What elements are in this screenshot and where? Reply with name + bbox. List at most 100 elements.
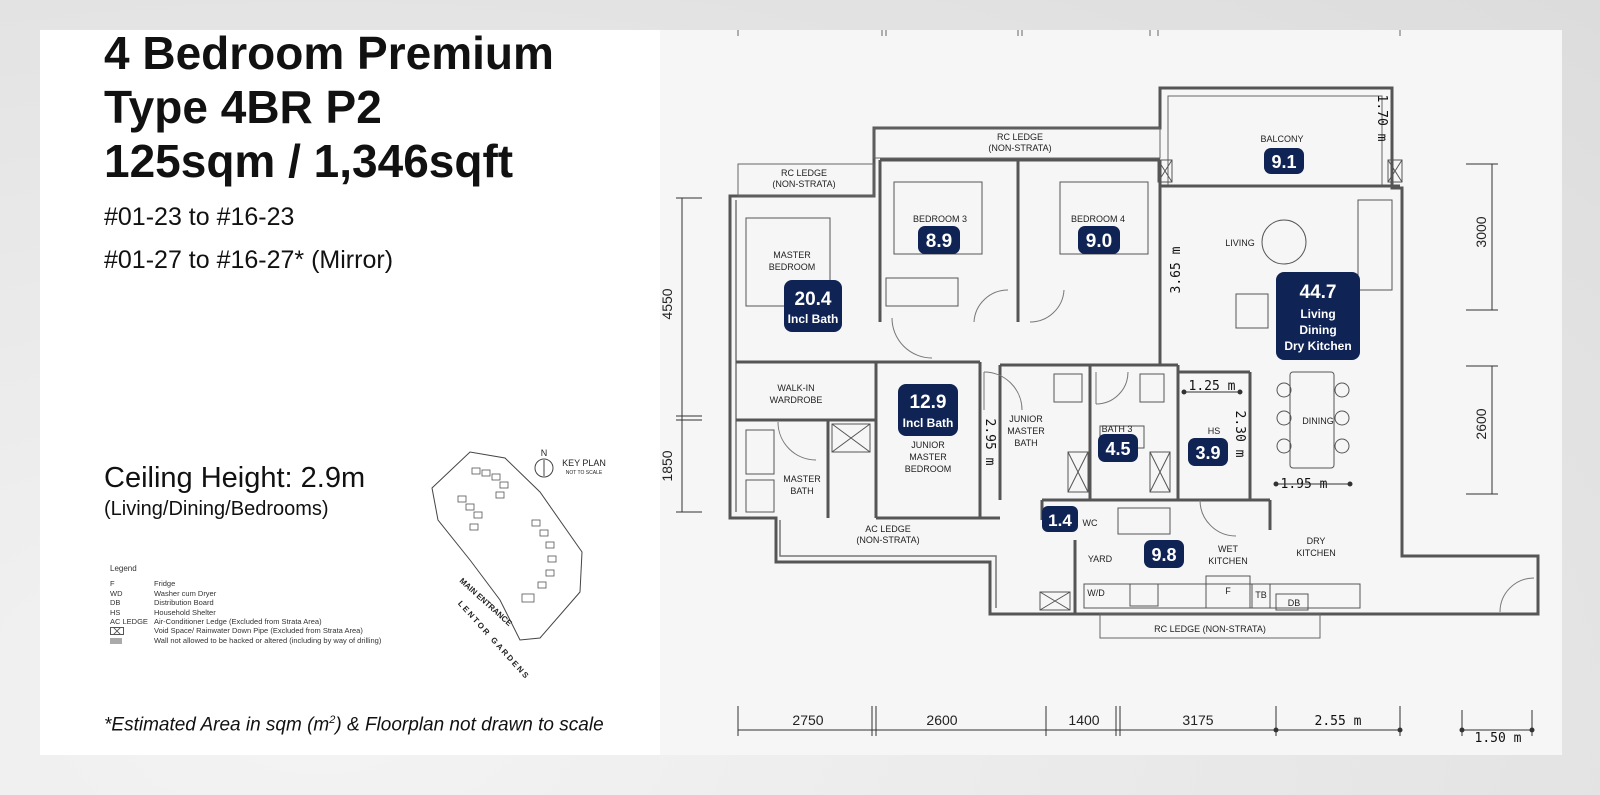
- dim-bottom-3: 1400: [1068, 712, 1099, 728]
- master-bedroom-label: MASTER: [773, 250, 811, 260]
- dim-bottom-4: 3175: [1182, 712, 1213, 728]
- area-badge-wc: 1.4: [1042, 506, 1078, 532]
- key-plan-subtitle: NOT TO SCALE: [566, 470, 603, 476]
- svg-text:Dining: Dining: [1299, 323, 1336, 337]
- bath3-label: BATH 3: [1102, 424, 1133, 434]
- north-arrow-icon: [534, 458, 554, 478]
- living-label: LIVING: [1225, 238, 1255, 248]
- area-badge-bedroom3: 8.9: [918, 226, 960, 254]
- dim-bottom-2: 2600: [926, 712, 957, 728]
- ceiling-note: (Living/Dining/Bedrooms): [104, 498, 329, 520]
- north-label: N: [541, 448, 548, 458]
- svg-text:9.1: 9.1: [1271, 152, 1296, 172]
- svg-text:(NON-STRATA): (NON-STRATA): [772, 179, 835, 189]
- svg-text:BATH: BATH: [790, 486, 813, 496]
- svg-text:1.4: 1.4: [1048, 511, 1072, 530]
- wd-label: W/D: [1087, 588, 1105, 598]
- legend-title: Legend: [110, 564, 137, 573]
- legend-row: Void Space/ Rainwater Down Pipe (Exclude…: [110, 626, 381, 636]
- rc-ledge-bottom-label: RC LEDGE (NON-STRATA): [1154, 624, 1266, 634]
- area-badge-bedroom4: 9.0: [1078, 226, 1120, 254]
- svg-text:9.8: 9.8: [1151, 545, 1176, 565]
- dim-bottom-6: 1.50 m: [1475, 731, 1522, 746]
- area-badge-hs: 3.9: [1188, 438, 1228, 466]
- area-badge-bath3: 4.5: [1098, 434, 1138, 462]
- bedroom4-label: BEDROOM 4: [1071, 214, 1125, 224]
- title-line-code: Type 4BR P2: [104, 81, 382, 133]
- ceiling-info: Ceiling Height: 2.9m (Living/Dining/Bedr…: [104, 460, 365, 522]
- wall-swatch-icon: [110, 637, 122, 644]
- dim-bottom-5: 2.55 m: [1315, 714, 1362, 729]
- area-badge-balcony: 9.1: [1264, 148, 1304, 174]
- unit-range-2: #01-27 to #16-27* (Mirror): [104, 246, 394, 274]
- db-label: DB: [1288, 598, 1301, 608]
- ac-ledge-label: AC LEDGE: [865, 524, 911, 534]
- unit-title: 4 Bedroom Premium Type 4BR P2 125sqm / 1…: [104, 26, 554, 188]
- rc-ledge-top-label: RC LEDGE: [997, 132, 1043, 142]
- svg-text:BEDROOM: BEDROOM: [905, 464, 952, 474]
- svg-text:(NON-STRATA): (NON-STRATA): [856, 535, 919, 545]
- fridge-label: F: [1225, 586, 1231, 596]
- svg-text:WARDROBE: WARDROBE: [770, 395, 823, 405]
- footnote: *Estimated Area in sqm (m2) & Floorplan …: [104, 714, 604, 736]
- key-plan: N KEY PLAN NOT TO SCALE MAIN ENTRANCE LE…: [431, 448, 606, 682]
- junior-master-bath-label: JUNIOR: [1009, 414, 1043, 424]
- svg-text:4.5: 4.5: [1105, 439, 1130, 459]
- svg-text:20.4: 20.4: [795, 289, 832, 310]
- svg-text:KITCHEN: KITCHEN: [1296, 548, 1336, 558]
- area-badge-master: 20.4 Incl Bath: [784, 280, 842, 332]
- svg-text:8.9: 8.9: [926, 231, 952, 252]
- yard-label: YARD: [1088, 554, 1113, 564]
- master-bath-label: MASTER: [783, 474, 821, 484]
- svg-text:MASTER: MASTER: [1007, 426, 1045, 436]
- dim-left-1: 4550: [659, 288, 675, 319]
- dim-left-2: 1850: [659, 450, 675, 481]
- title-line-size: 125sqm / 1,346sqft: [104, 135, 514, 187]
- svg-text:Dry Kitchen: Dry Kitchen: [1284, 339, 1351, 353]
- area-badge-living: 44.7 Living Dining Dry Kitchen: [1276, 272, 1360, 360]
- dry-kitchen-label: DRY: [1307, 536, 1326, 546]
- walk-in-label: WALK-IN: [777, 383, 814, 393]
- ceiling-height: Ceiling Height: 2.9m: [104, 462, 366, 494]
- floor-plan: RC LEDGE (NON-STRATA) RC LEDGE (NON-STRA…: [659, 30, 1540, 746]
- wet-kitchen-label: WET: [1218, 544, 1238, 554]
- dim-hs-height: 2.30 m: [1232, 411, 1247, 458]
- dim-junior: 2.95 m: [982, 419, 997, 466]
- dining-label: DINING: [1302, 416, 1334, 426]
- hs-label: HS: [1208, 426, 1221, 436]
- dim-right-1: 3000: [1473, 216, 1489, 247]
- svg-text:MASTER: MASTER: [909, 452, 947, 462]
- wc-label: WC: [1083, 518, 1098, 528]
- floorplan-panel: [660, 30, 1562, 755]
- svg-text:12.9: 12.9: [910, 392, 947, 413]
- void-swatch-icon: [110, 627, 124, 636]
- svg-text:(NON-STRATA): (NON-STRATA): [988, 143, 1051, 153]
- area-badge-junior: 12.9 Incl Bath: [898, 384, 958, 436]
- svg-text:Incl Bath: Incl Bath: [903, 416, 954, 430]
- dim-bottom-1: 2750: [792, 712, 823, 728]
- svg-text:3.9: 3.9: [1195, 443, 1220, 463]
- bedroom3-label: BEDROOM 3: [913, 214, 967, 224]
- junior-master-bedroom-label: JUNIOR: [911, 440, 945, 450]
- svg-text:44.7: 44.7: [1300, 282, 1337, 303]
- dim-right-2: 2600: [1473, 408, 1489, 439]
- svg-text:BATH: BATH: [1014, 438, 1037, 448]
- unit-range-1: #01-23 to #16-23: [104, 203, 295, 231]
- tb-label: TB: [1255, 590, 1267, 600]
- svg-text:Living: Living: [1300, 307, 1335, 321]
- area-badge-yard: 9.8: [1144, 540, 1184, 568]
- svg-text:KITCHEN: KITCHEN: [1208, 556, 1248, 566]
- rc-ledge-left-label: RC LEDGE: [781, 168, 827, 178]
- svg-text:BEDROOM: BEDROOM: [769, 262, 816, 272]
- title-line-type: 4 Bedroom Premium: [104, 27, 554, 79]
- svg-text:Incl Bath: Incl Bath: [788, 312, 839, 326]
- dim-living: 3.65 m: [1169, 246, 1184, 293]
- balcony-label: BALCONY: [1260, 134, 1303, 144]
